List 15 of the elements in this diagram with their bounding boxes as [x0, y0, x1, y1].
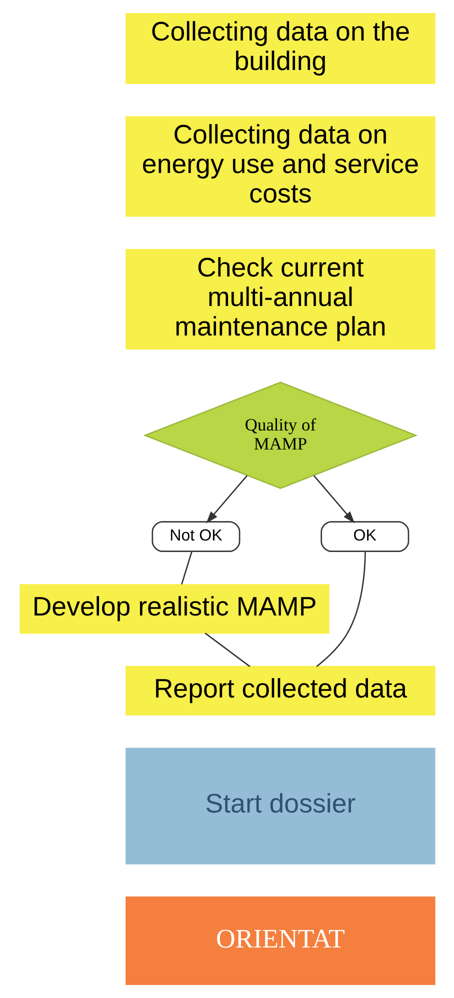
node-box: Start dossier	[125, 748, 435, 864]
node-box: Check current multi-annual maintenance plan	[125, 248, 435, 350]
node-diamond: Quality of MAMP	[142, 382, 418, 489]
connector	[180, 551, 192, 584]
arrow	[312, 475, 354, 524]
connector	[316, 552, 366, 668]
node-box: Collecting data on energy use and service costs	[125, 116, 435, 217]
node-box: Not OK	[151, 521, 240, 552]
node-box: Develop realistic MAMP	[19, 584, 329, 634]
node-box: ORIENTAT	[125, 896, 435, 985]
arrow	[206, 475, 248, 524]
node-box: OK	[320, 521, 409, 552]
node-box: Collecting data on the building	[125, 13, 435, 84]
connector	[204, 632, 250, 668]
node-box: Report collected data	[125, 666, 435, 716]
